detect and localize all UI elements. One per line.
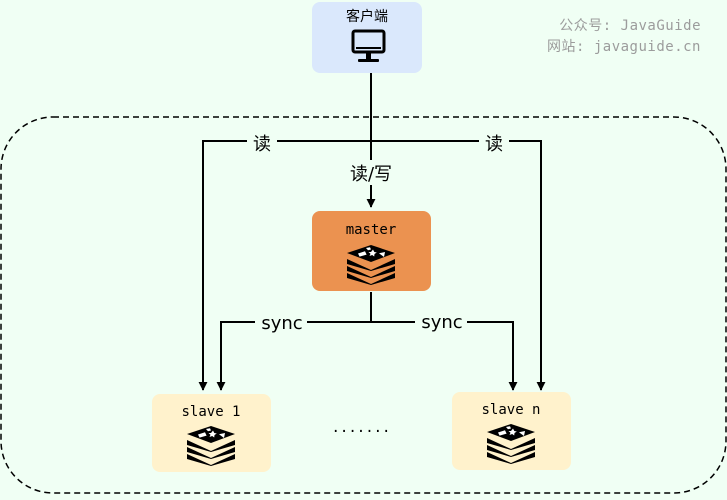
- master-label: master: [346, 222, 397, 238]
- watermark-wechat: 公众号: JavaGuide: [559, 18, 701, 34]
- watermark-website: 网站: javaguide.cn: [546, 39, 701, 55]
- edge-read-to-slave-n: [371, 140, 546, 391]
- slave-n-node[interactable]: slave n: [452, 392, 571, 470]
- client-label: 客户端: [346, 8, 388, 25]
- edge-read-to-slave-1: [198, 140, 371, 391]
- slave-n-label: slave n: [481, 402, 540, 418]
- slave-1-node[interactable]: slave 1: [152, 394, 271, 472]
- edge-label-sync-left: sync: [261, 313, 302, 334]
- monitor-icon: [351, 29, 386, 62]
- replication-cluster-boundary: [0, 116, 727, 494]
- edge-label-read-write: 读/写: [350, 164, 392, 185]
- client-node[interactable]: 客户端: [312, 2, 422, 73]
- slave-1-label: slave 1: [181, 404, 240, 420]
- edge-label-sync-right: sync: [421, 312, 462, 333]
- slaves-ellipsis: .......: [331, 420, 390, 436]
- master-node[interactable]: master: [312, 211, 431, 291]
- edge-label-read-left: 读: [253, 134, 271, 155]
- edge-label-read-right: 读: [485, 134, 503, 155]
- edge-sync-to-slave-1: [216, 292, 372, 391]
